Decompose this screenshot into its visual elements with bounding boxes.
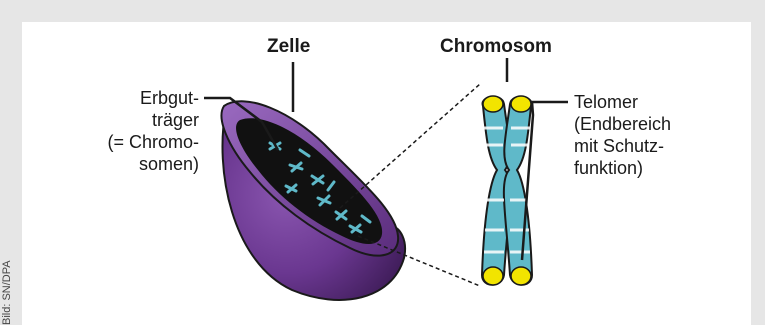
cell-illustration bbox=[222, 101, 406, 300]
image-credit: Bild: SN/DPA bbox=[1, 260, 13, 325]
telomere-line-2: (Endbereich bbox=[574, 114, 671, 135]
genome-carrier-line-1: Erbgut- bbox=[140, 88, 199, 109]
chromosome-title: Chromosom bbox=[440, 36, 552, 57]
telomere-line-1: Telomer bbox=[574, 92, 638, 113]
genome-carrier-line-2: träger bbox=[152, 110, 199, 131]
telomere-top-right bbox=[511, 96, 531, 112]
telomere-line-4: funktion) bbox=[574, 158, 643, 179]
telomere-bottom-left bbox=[483, 267, 503, 285]
cell-title: Zelle bbox=[267, 36, 310, 57]
chromosome-illustration bbox=[482, 96, 532, 285]
telomere-line-3: mit Schutz- bbox=[574, 136, 664, 157]
genome-carrier-line-4: somen) bbox=[139, 154, 199, 175]
telomere-top-left bbox=[483, 96, 503, 112]
telomere-bottom-right bbox=[511, 267, 531, 285]
genome-carrier-line-3: (= Chromo- bbox=[107, 132, 199, 153]
